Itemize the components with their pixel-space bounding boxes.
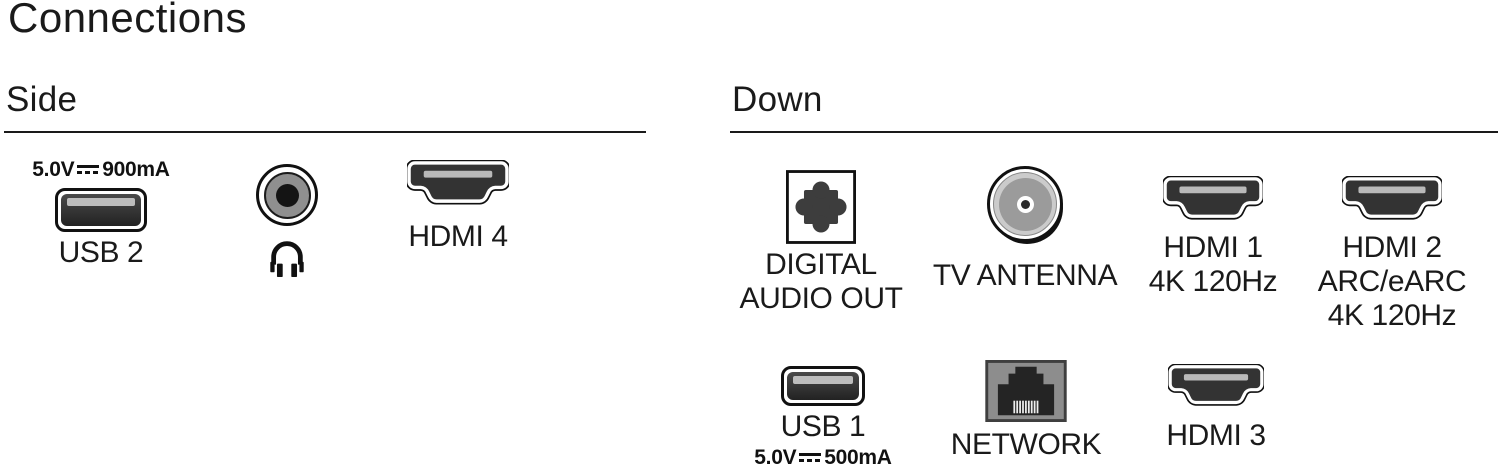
- usb-port-cavity: [787, 372, 859, 400]
- coax-disc: [998, 177, 1052, 231]
- connector-hdmi4: HDMI 4: [393, 160, 523, 254]
- connector-headphones: [232, 164, 342, 278]
- hdmi3-label: HDMI 3: [1166, 419, 1266, 452]
- connector-hdmi1: HDMI 1 4K 120Hz: [1143, 176, 1283, 299]
- usb-port-tongue: [67, 198, 135, 206]
- tv-antenna-label: TV ANTENNA: [932, 259, 1118, 292]
- connector-tv-antenna: TV ANTENNA: [925, 166, 1125, 293]
- usb-port-tongue: [793, 376, 853, 384]
- usb2-power-rating: 5.0V 900mA: [32, 158, 170, 182]
- dc-voltage-icon: [76, 163, 100, 177]
- hdmi2-label: HDMI 2: [1342, 231, 1442, 264]
- hdmi-port-icon: [1163, 176, 1263, 220]
- rj45-port-icon: [985, 360, 1067, 422]
- coax-pin-ring: [1016, 195, 1034, 213]
- headphones-icon: [270, 241, 304, 278]
- hdmi-port-icon: [407, 160, 509, 205]
- usb-port-cavity: [61, 194, 141, 226]
- section-header-down: Down: [730, 80, 1498, 133]
- usb1-power-rating: 5.0V 500mA: [754, 446, 892, 470]
- connector-usb2: 5.0V 900mA USB 2: [16, 158, 186, 270]
- jack-hole: [275, 183, 299, 207]
- page-title: Connections: [8, 0, 247, 41]
- usb1-power-suffix: 500mA: [824, 446, 892, 469]
- dc-voltage-icon: [798, 451, 822, 465]
- coax-outer-ring: [993, 172, 1057, 236]
- digital-audio-out-label-line1: DIGITAL: [765, 248, 877, 281]
- hdmi1-sub-label: 4K 120Hz: [1148, 265, 1278, 298]
- usb2-power-suffix: 900mA: [102, 158, 170, 181]
- toslink-port-icon: [786, 170, 856, 244]
- hdmi2-sub-label-1: ARC/eARC: [1317, 265, 1467, 298]
- coax-port-icon: [987, 166, 1063, 242]
- usb2-label: USB 2: [58, 236, 144, 269]
- digital-audio-out-label-line2: AUDIO OUT: [739, 282, 903, 315]
- usb1-power-prefix: 5.0V: [754, 446, 797, 469]
- connector-hdmi3: HDMI 3: [1146, 364, 1286, 453]
- hdmi2-sub-label-2: 4K 120Hz: [1327, 299, 1457, 332]
- network-label: NETWORK: [950, 428, 1102, 461]
- connector-usb1: USB 1 5.0V 500mA: [738, 366, 908, 470]
- hdmi-port-icon: [1168, 364, 1264, 406]
- connector-network: NETWORK: [936, 360, 1116, 462]
- hdmi1-label: HDMI 1: [1163, 231, 1263, 264]
- headphone-jack-icon: [256, 164, 318, 226]
- hdmi-port-icon: [1342, 176, 1442, 220]
- hdmi4-label: HDMI 4: [408, 220, 508, 253]
- usb-a-port-icon: [55, 188, 147, 232]
- jack-ring: [263, 171, 311, 219]
- usb1-label: USB 1: [780, 410, 866, 443]
- coax-pin-hole: [1020, 199, 1030, 209]
- usb-a-port-icon: [781, 366, 865, 406]
- usb2-power-prefix: 5.0V: [32, 158, 75, 181]
- connector-hdmi2: HDMI 2 ARC/eARC 4K 120Hz: [1312, 176, 1472, 333]
- section-header-side: Side: [4, 80, 646, 133]
- connector-digital-audio-out: DIGITAL AUDIO OUT: [731, 170, 911, 316]
